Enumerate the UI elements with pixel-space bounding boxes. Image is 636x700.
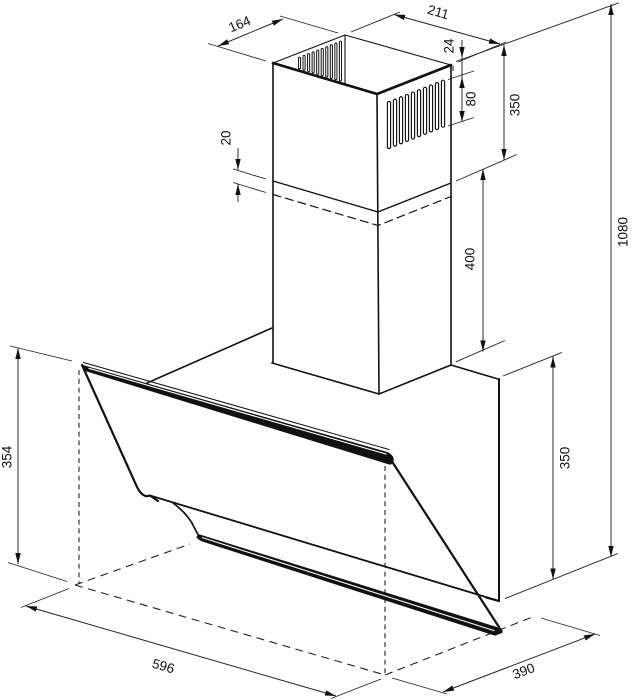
extension-lines	[7, 2, 620, 699]
glass-top-surface-line	[82, 361, 390, 451]
hood-body	[146, 327, 500, 602]
dimension-labels: 164 211 24 80 20 350 400 1080 354 350 59…	[0, 2, 631, 682]
telescopic-joint-hidden-line	[272, 193, 452, 227]
dim-label-80: 80	[464, 91, 479, 106]
dim-label-211: 211	[426, 2, 451, 22]
dim-label-20: 20	[219, 130, 234, 145]
body-bottom-front-edge	[149, 494, 500, 602]
dim-line-596	[25, 605, 337, 697]
dim-label-596: 596	[150, 656, 176, 677]
body-top-left-edge	[146, 327, 273, 384]
dim-label-354: 354	[0, 445, 15, 468]
glass-right-edge	[390, 460, 503, 633]
dim-label-350-upper: 350	[508, 94, 523, 117]
body-top-back-right-edge	[450, 364, 499, 380]
chimney-base-outline	[271, 362, 452, 395]
base-edge-front-left	[74, 584, 386, 676]
glass-left-edge	[80, 363, 160, 503]
chimney-front-edge	[376, 93, 380, 395]
glass-bottom-left-corner-line	[172, 502, 201, 539]
vent-slots-right-face	[386, 79, 446, 150]
glass-top-edge-band	[81, 364, 394, 465]
dim-label-350-lower: 350	[558, 447, 573, 470]
glass-bottom-edge-highlight	[201, 536, 495, 632]
dimension-arrowheads	[15, 4, 614, 696]
chimney-duct	[271, 34, 454, 395]
base-edge-back-left	[74, 543, 191, 586]
dim-line-390	[442, 633, 596, 693]
dim-line-164	[217, 18, 284, 47]
chimney-top-inner-edges	[272, 34, 452, 66]
dim-label-164: 164	[226, 13, 253, 36]
telescopic-joint-line	[272, 180, 452, 213]
dim-label-1080: 1080	[616, 217, 631, 247]
dim-line-211	[393, 14, 501, 45]
glass-top-edge-highlight	[88, 367, 387, 455]
base-edge-front-right	[384, 615, 536, 676]
glass-front-panel	[80, 361, 503, 636]
chimney-top-front-edges	[271, 61, 453, 96]
projection-dashed-lines	[74, 370, 536, 676]
vent-slots-inner-wall	[297, 40, 342, 82]
dim-label-390: 390	[510, 660, 536, 682]
dim-label-400: 400	[463, 248, 478, 271]
dim-label-24: 24	[442, 38, 457, 54]
